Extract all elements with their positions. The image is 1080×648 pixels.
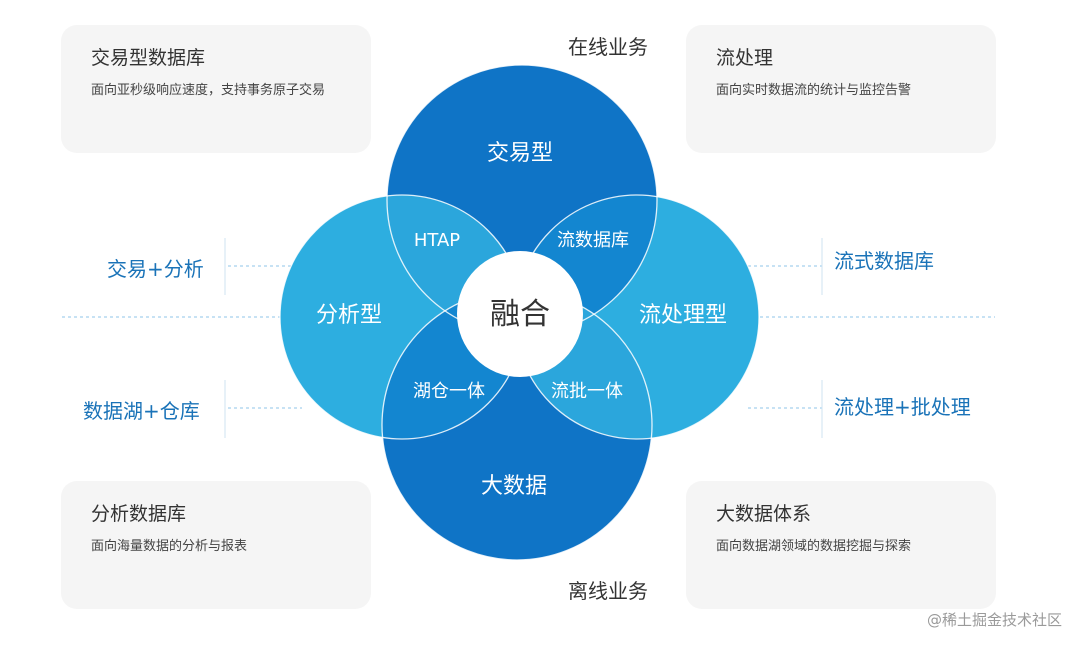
lakehouse-label: 湖仓一体 — [413, 381, 485, 402]
htap-label: HTAP — [414, 230, 460, 251]
online-business-label: 在线业务 — [568, 35, 648, 59]
lakehouse-side-label: 数据湖+仓库 — [83, 399, 200, 423]
card-description: 面向亚秒级响应速度，支持事务原子交易 — [91, 82, 326, 98]
card-big-data-system: 大数据体系 面向数据湖领域的数据挖掘与探索 — [686, 481, 996, 609]
fusion-center-circle — [457, 251, 583, 377]
card-title: 分析数据库 — [91, 503, 187, 525]
card-description: 面向数据湖领域的数据挖掘与探索 — [716, 538, 912, 554]
card-description: 面向海量数据的分析与报表 — [91, 538, 248, 554]
stream-processing-label: 流处理型 — [639, 303, 727, 328]
card-title: 大数据体系 — [716, 503, 812, 525]
offline-business-label: 离线业务 — [568, 579, 648, 603]
transaction-analysis-label: 交易+分析 — [107, 257, 204, 281]
stream-batch-side-label: 流处理+批处理 — [834, 395, 971, 419]
card-title: 流处理 — [716, 47, 774, 69]
analytical-label: 分析型 — [316, 303, 382, 328]
card-stream-processing: 流处理 面向实时数据流的统计与监控告警 — [686, 25, 996, 153]
stream-batch-label: 流批一体 — [551, 381, 623, 402]
watermark: @稀土掘金技术社区 — [926, 611, 1062, 629]
card-description: 面向实时数据流的统计与监控告警 — [716, 82, 912, 98]
big-data-label: 大数据 — [481, 474, 547, 499]
fusion-label: 融合 — [490, 297, 550, 332]
card-analytical-db: 分析数据库 面向海量数据的分析与报表 — [61, 481, 371, 609]
transactional-label: 交易型 — [487, 141, 553, 166]
stream-db-label: 流数据库 — [557, 230, 629, 251]
stream-database-label: 流式数据库 — [834, 249, 934, 273]
card-title: 交易型数据库 — [91, 47, 206, 69]
card-transactional-db: 交易型数据库 面向亚秒级响应速度，支持事务原子交易 — [61, 25, 371, 153]
